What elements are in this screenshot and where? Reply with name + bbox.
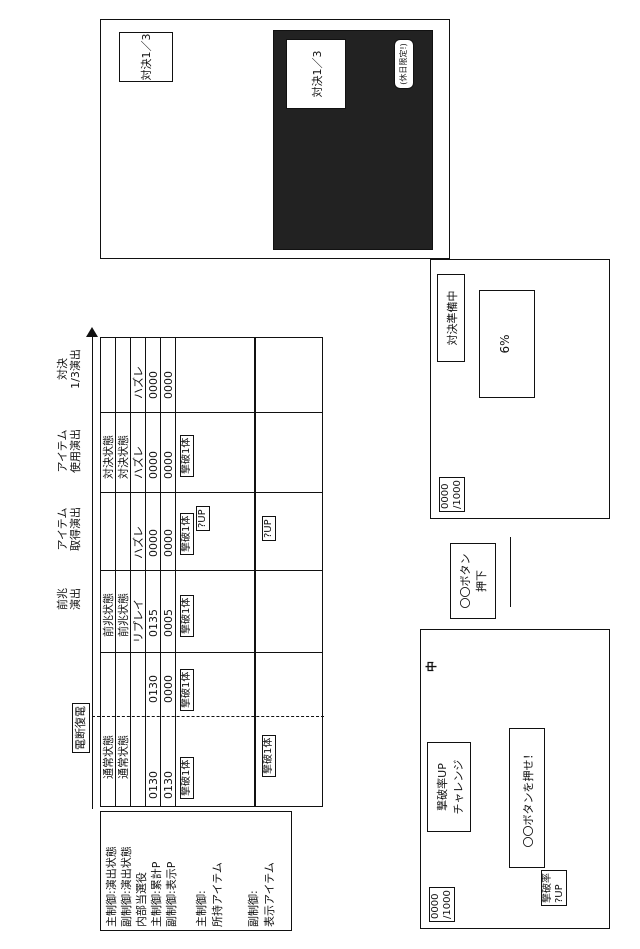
counter: 0000 /1000	[429, 887, 455, 922]
battle-title: 対決1／3	[119, 32, 173, 82]
power-label: 電断復電	[72, 703, 90, 753]
cell: 0005	[162, 609, 175, 637]
divider	[100, 652, 323, 653]
phase-header: アイテム 取得演出	[56, 491, 82, 567]
item-badge: 撃破1体	[180, 757, 194, 799]
item-badge: 撃破1体	[180, 595, 194, 637]
divider	[175, 337, 176, 807]
up-badge: ?UP	[262, 516, 276, 541]
cell: 0130	[162, 771, 175, 799]
time-arrow	[92, 331, 93, 809]
divider	[130, 337, 131, 807]
divider	[92, 716, 324, 717]
button-press-note: 〇〇ボタン 押下	[450, 543, 496, 619]
holiday-badge: (休日限定!)	[394, 39, 414, 89]
phase-header: 対決 1/3演出	[56, 329, 82, 409]
scene-prep: 対決準備中 6% 0000 /1000	[430, 259, 610, 519]
row-label: 内部当選役	[135, 872, 148, 927]
press-message: 〇〇ボタンを押せ！	[509, 728, 545, 868]
cell: 0000	[162, 451, 175, 479]
cell: リプレイ	[132, 599, 145, 643]
divider	[115, 337, 116, 807]
mid-label: 中	[425, 661, 438, 672]
divider	[100, 570, 323, 571]
row-label: 主制御:累計P	[150, 862, 163, 927]
battle-title-2: 対決1／3	[286, 39, 346, 109]
battle-dark-panel: 対決1／3 (休日限定!)	[273, 30, 433, 250]
state-cell: 通常状態	[117, 735, 130, 779]
cell: 0000	[147, 451, 160, 479]
row-label-box: 主制御:演出状態 副制御:演出状態 内部当選役 主制御:累計P 副制御:表示P …	[100, 811, 292, 931]
phase-header: アイテム 使用演出	[56, 413, 82, 489]
row-label: 所持アイテム	[211, 862, 224, 927]
cell: 0135	[147, 609, 160, 637]
flow-arrow	[510, 537, 511, 607]
phase-header: 前兆 演出	[56, 569, 82, 629]
cell: 0130	[147, 675, 160, 703]
state-cell: 対決状態	[117, 435, 130, 479]
cell: 0000	[162, 529, 175, 557]
cell: ハズレ	[132, 526, 145, 559]
row-label: 副制御:	[247, 890, 260, 927]
scene-battle-top: 対決1／3 対決1／3 (休日限定!)	[100, 19, 450, 259]
cell: ハズレ	[132, 366, 145, 399]
item-badge: 撃破1体	[180, 669, 194, 711]
prep-progress: 6%	[479, 290, 535, 398]
row-label: 表示アイテム	[263, 862, 276, 927]
divider	[160, 337, 161, 807]
prep-title: 対決準備中	[437, 274, 465, 362]
state-cell: 前兆状態	[117, 593, 130, 637]
item-badge: 撃破1体	[262, 735, 276, 777]
state-cell: 対決状態	[102, 435, 115, 479]
cell: 0000	[162, 675, 175, 703]
scene-challenge: 撃破率UP チャレンジ 〇〇ボタンを押せ！ 0000 /1000 撃破率 ?UP…	[420, 629, 610, 929]
cell: ハズレ	[132, 446, 145, 479]
cell: 0000	[147, 371, 160, 399]
item-badge: 撃破1体	[180, 435, 194, 477]
row-label: 主制御:	[195, 890, 208, 927]
rate-badge: 撃破率 ?UP	[541, 870, 567, 906]
challenge-title: 撃破率UP チャレンジ	[427, 742, 471, 832]
divider	[100, 492, 323, 493]
row-label: 主制御:演出状態	[105, 846, 118, 927]
item-badge: 撃破1体	[180, 513, 194, 555]
state-cell: 前兆状態	[102, 593, 115, 637]
arrow-head-icon	[86, 327, 98, 337]
row-label: 副制御:演出状態	[120, 846, 133, 927]
cell: 0000	[162, 371, 175, 399]
divider	[100, 412, 323, 413]
row-label: 副制御:表示P	[165, 862, 178, 927]
cell: 0000	[147, 529, 160, 557]
divider	[145, 337, 146, 807]
up-badge: ?UP	[196, 506, 210, 531]
counter: 0000 /1000	[439, 477, 465, 512]
state-cell: 通常状態	[102, 735, 115, 779]
cell: 0130	[147, 771, 160, 799]
